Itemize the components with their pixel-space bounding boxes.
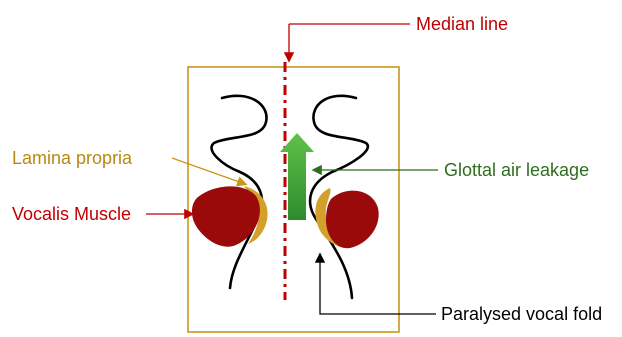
glottal-air-leakage-label: Glottal air leakage bbox=[444, 160, 589, 180]
vocalis-muscle-label: Vocalis Muscle bbox=[12, 204, 131, 224]
median-line-label: Median line bbox=[416, 14, 508, 34]
lamina-propria-label: Lamina propria bbox=[12, 148, 133, 168]
paralysed-fold-pointer bbox=[320, 255, 436, 314]
right-vocalis-muscle bbox=[326, 191, 379, 249]
paralysed-vocal-fold-label: Paralysed vocal fold bbox=[441, 304, 602, 324]
lamina-propria-pointer bbox=[172, 158, 245, 184]
